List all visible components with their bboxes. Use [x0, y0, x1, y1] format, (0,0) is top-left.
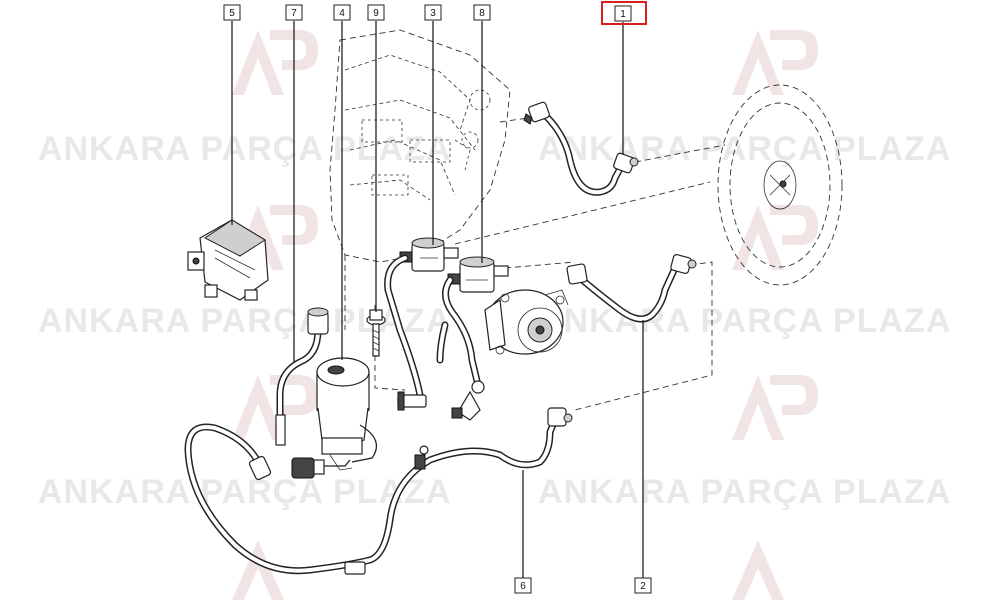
watermark-logo	[232, 540, 284, 600]
flywheel	[717, 84, 843, 286]
watermark-text: ANKARA PARÇA PLAZA	[538, 130, 951, 168]
callout-label: 8	[479, 8, 485, 19]
leader-lines	[231, 21, 644, 578]
callout-3: 3	[424, 4, 442, 21]
watermark-text: ANKARA PARÇA PLAZA	[538, 302, 951, 340]
bolt	[366, 309, 386, 357]
watermark-logo	[732, 205, 818, 270]
callout-label: 1	[620, 9, 626, 20]
watermark-text: ANKARA PARÇA PLAZA	[38, 473, 451, 511]
callout-label: 7	[291, 8, 297, 19]
callout-label: 5	[229, 8, 235, 19]
hose-valve8	[442, 276, 485, 421]
callout-2: 2	[634, 577, 652, 594]
watermark-text: ANKARA PARÇA PLAZA	[38, 130, 451, 168]
solenoid-valve-8	[447, 256, 509, 293]
callout-5: 5	[223, 4, 241, 21]
callout-label: 4	[339, 8, 345, 19]
watermark-logo	[232, 375, 318, 440]
callout-7: 7	[285, 4, 303, 21]
hose-1	[523, 101, 639, 196]
engine-block-outline	[329, 29, 511, 263]
hose-6	[184, 407, 573, 575]
callout-label: 2	[640, 581, 646, 592]
watermark-text: ANKARA PARÇA PLAZA	[538, 473, 951, 511]
brake-booster-assembly	[484, 289, 569, 355]
hose-7	[275, 307, 329, 446]
callout-label: 6	[520, 581, 526, 592]
callout-label: 3	[430, 8, 436, 19]
solenoid-valve-3	[399, 237, 459, 272]
callout-9: 9	[367, 4, 385, 21]
callout-label: 9	[373, 8, 379, 19]
callout-8: 8	[473, 4, 491, 21]
callout-6: 6	[514, 577, 532, 594]
watermark-logo	[232, 30, 318, 95]
callout-highlight	[601, 1, 647, 25]
watermark-text: ANKARA PARÇA PLAZA	[38, 302, 451, 340]
hose-2	[566, 254, 697, 323]
vacuum-pump	[316, 357, 378, 471]
control-module	[187, 219, 269, 301]
hose-valve3	[384, 254, 449, 411]
watermark-logo	[732, 375, 818, 440]
electrical-connector	[291, 457, 351, 479]
watermark-logo	[732, 30, 818, 95]
callout-4: 4	[333, 4, 351, 21]
callout-1: 1	[601, 1, 647, 25]
watermark-logo	[732, 540, 784, 600]
